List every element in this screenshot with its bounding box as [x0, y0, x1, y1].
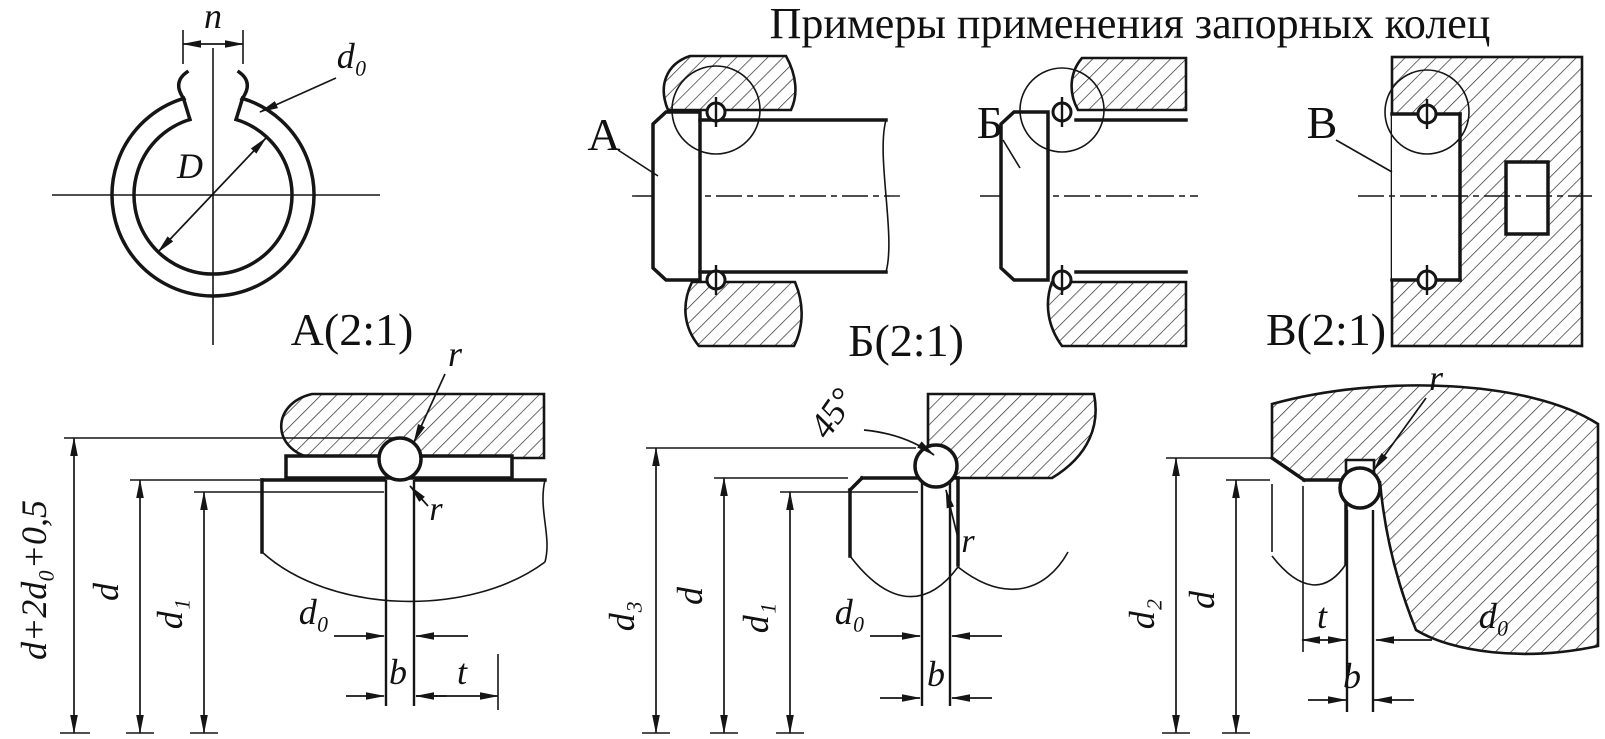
radius-leader [1373, 397, 1427, 471]
detail-b-chamfer-angle-label: 45° [801, 381, 863, 445]
detail-b-dim-d3-label: d₃ [602, 601, 642, 632]
detail-a-dim-d1-label: d₁ [150, 599, 190, 630]
shaft-break-line [261, 551, 546, 603]
housing-section-bottom [1046, 280, 1188, 348]
ring-wire-section [377, 436, 423, 482]
detail-b-groove-width-label: b [927, 654, 945, 694]
detail-b-dim-d-label: d [670, 586, 710, 605]
housing-section-top [662, 54, 797, 112]
detail-a-radius-top-label: r [448, 334, 463, 374]
detail-v-title: В(2:1) [1266, 304, 1386, 355]
drawing-title: Примеры применения запорных колец [770, 0, 1491, 48]
example-a-view: А [587, 54, 900, 348]
bore-opening [1392, 114, 1460, 280]
ring-gap-dim-label: n [204, 0, 222, 36]
detail-a-radius-groove-label: r [429, 491, 443, 528]
detail-indicator-circle-v [1384, 69, 1470, 155]
ring-end-hook-left [177, 69, 190, 102]
detail-a-title: А(2:1) [291, 304, 414, 355]
detail-v-dim-d-label: d [1182, 590, 1222, 609]
detail-b-radius-label: r [961, 523, 975, 560]
radius-leader-groove [409, 485, 429, 507]
ring-wire-dia-label: d₀ [337, 36, 368, 76]
shaft-break-line [849, 555, 959, 598]
snap-ring-outline [110, 69, 316, 298]
ring-end-hook-right [236, 69, 249, 102]
snap-ring-front-view: n d₀ D [52, 0, 380, 345]
example-v-label: В [1307, 97, 1338, 148]
detail-v-radius-label: r [1429, 358, 1444, 398]
label-leader-b [1002, 139, 1021, 169]
detail-b-wire-dia-label: d₀ [835, 592, 866, 632]
part-break-line [1271, 555, 1347, 586]
ring-wire-section [1338, 466, 1382, 510]
housing-section [1270, 384, 1600, 656]
detail-a-dim-d-label: d [86, 582, 126, 601]
housing-section-top [1070, 56, 1188, 112]
housing-section-bottom [684, 280, 803, 348]
example-v-view: В [1307, 55, 1592, 348]
collar-outline [651, 110, 702, 282]
bore-chamfer [1269, 455, 1307, 483]
example-b-label: Б [977, 97, 1003, 148]
chamfer-angle-leader [863, 429, 935, 456]
label-leader-a [617, 149, 659, 177]
detail-v-view: В(2:1) r t d₀ b d₂ d [1122, 304, 1600, 734]
detail-v-groove-width-label: b [1343, 656, 1361, 696]
detail-a-groove-width-label: b [389, 652, 407, 692]
example-b-view: Б [977, 56, 1198, 348]
ring-outer-dia-label: D [176, 146, 203, 186]
shaft-chamfer [847, 475, 865, 493]
detail-b-title: Б(2:1) [848, 315, 964, 366]
detail-a-wire-dia-label: d₀ [299, 592, 330, 632]
wire-dia-leader [259, 77, 337, 113]
detail-a-dim-outer-label: d+2d₀+0,5 [14, 500, 54, 660]
detail-v-edge-distance-label: t [1317, 596, 1328, 636]
radius-leader [945, 489, 959, 539]
detail-indicator-circle-a [671, 65, 761, 155]
housing-section [926, 392, 1097, 480]
housing-slot [1504, 160, 1550, 236]
detail-v-dim-d2-label: d₂ [1122, 599, 1162, 630]
shaft-break-line [882, 119, 890, 273]
body-break-line [957, 551, 1069, 590]
detail-v-wire-dia-label: d₀ [1479, 596, 1510, 636]
diameter-dimension-line [157, 137, 267, 253]
detail-a-view: А(2:1) r r d₀ b t d+2d₀+0,5 d [14, 304, 548, 734]
collar-outline [999, 110, 1050, 282]
shaft-break-right [542, 479, 548, 563]
label-leader-v [1335, 139, 1393, 173]
detail-b-dim-d1-label: d₁ [736, 603, 776, 634]
example-a-label: А [587, 109, 620, 160]
radius-leader-top [413, 373, 446, 443]
ring-wire-section [913, 443, 959, 489]
detail-a-edge-distance-label: t [457, 652, 468, 692]
detail-b-view: Б(2:1) 45° r d₀ b d₃ d [602, 315, 1097, 734]
detail-indicator-circle-b [1019, 67, 1105, 153]
